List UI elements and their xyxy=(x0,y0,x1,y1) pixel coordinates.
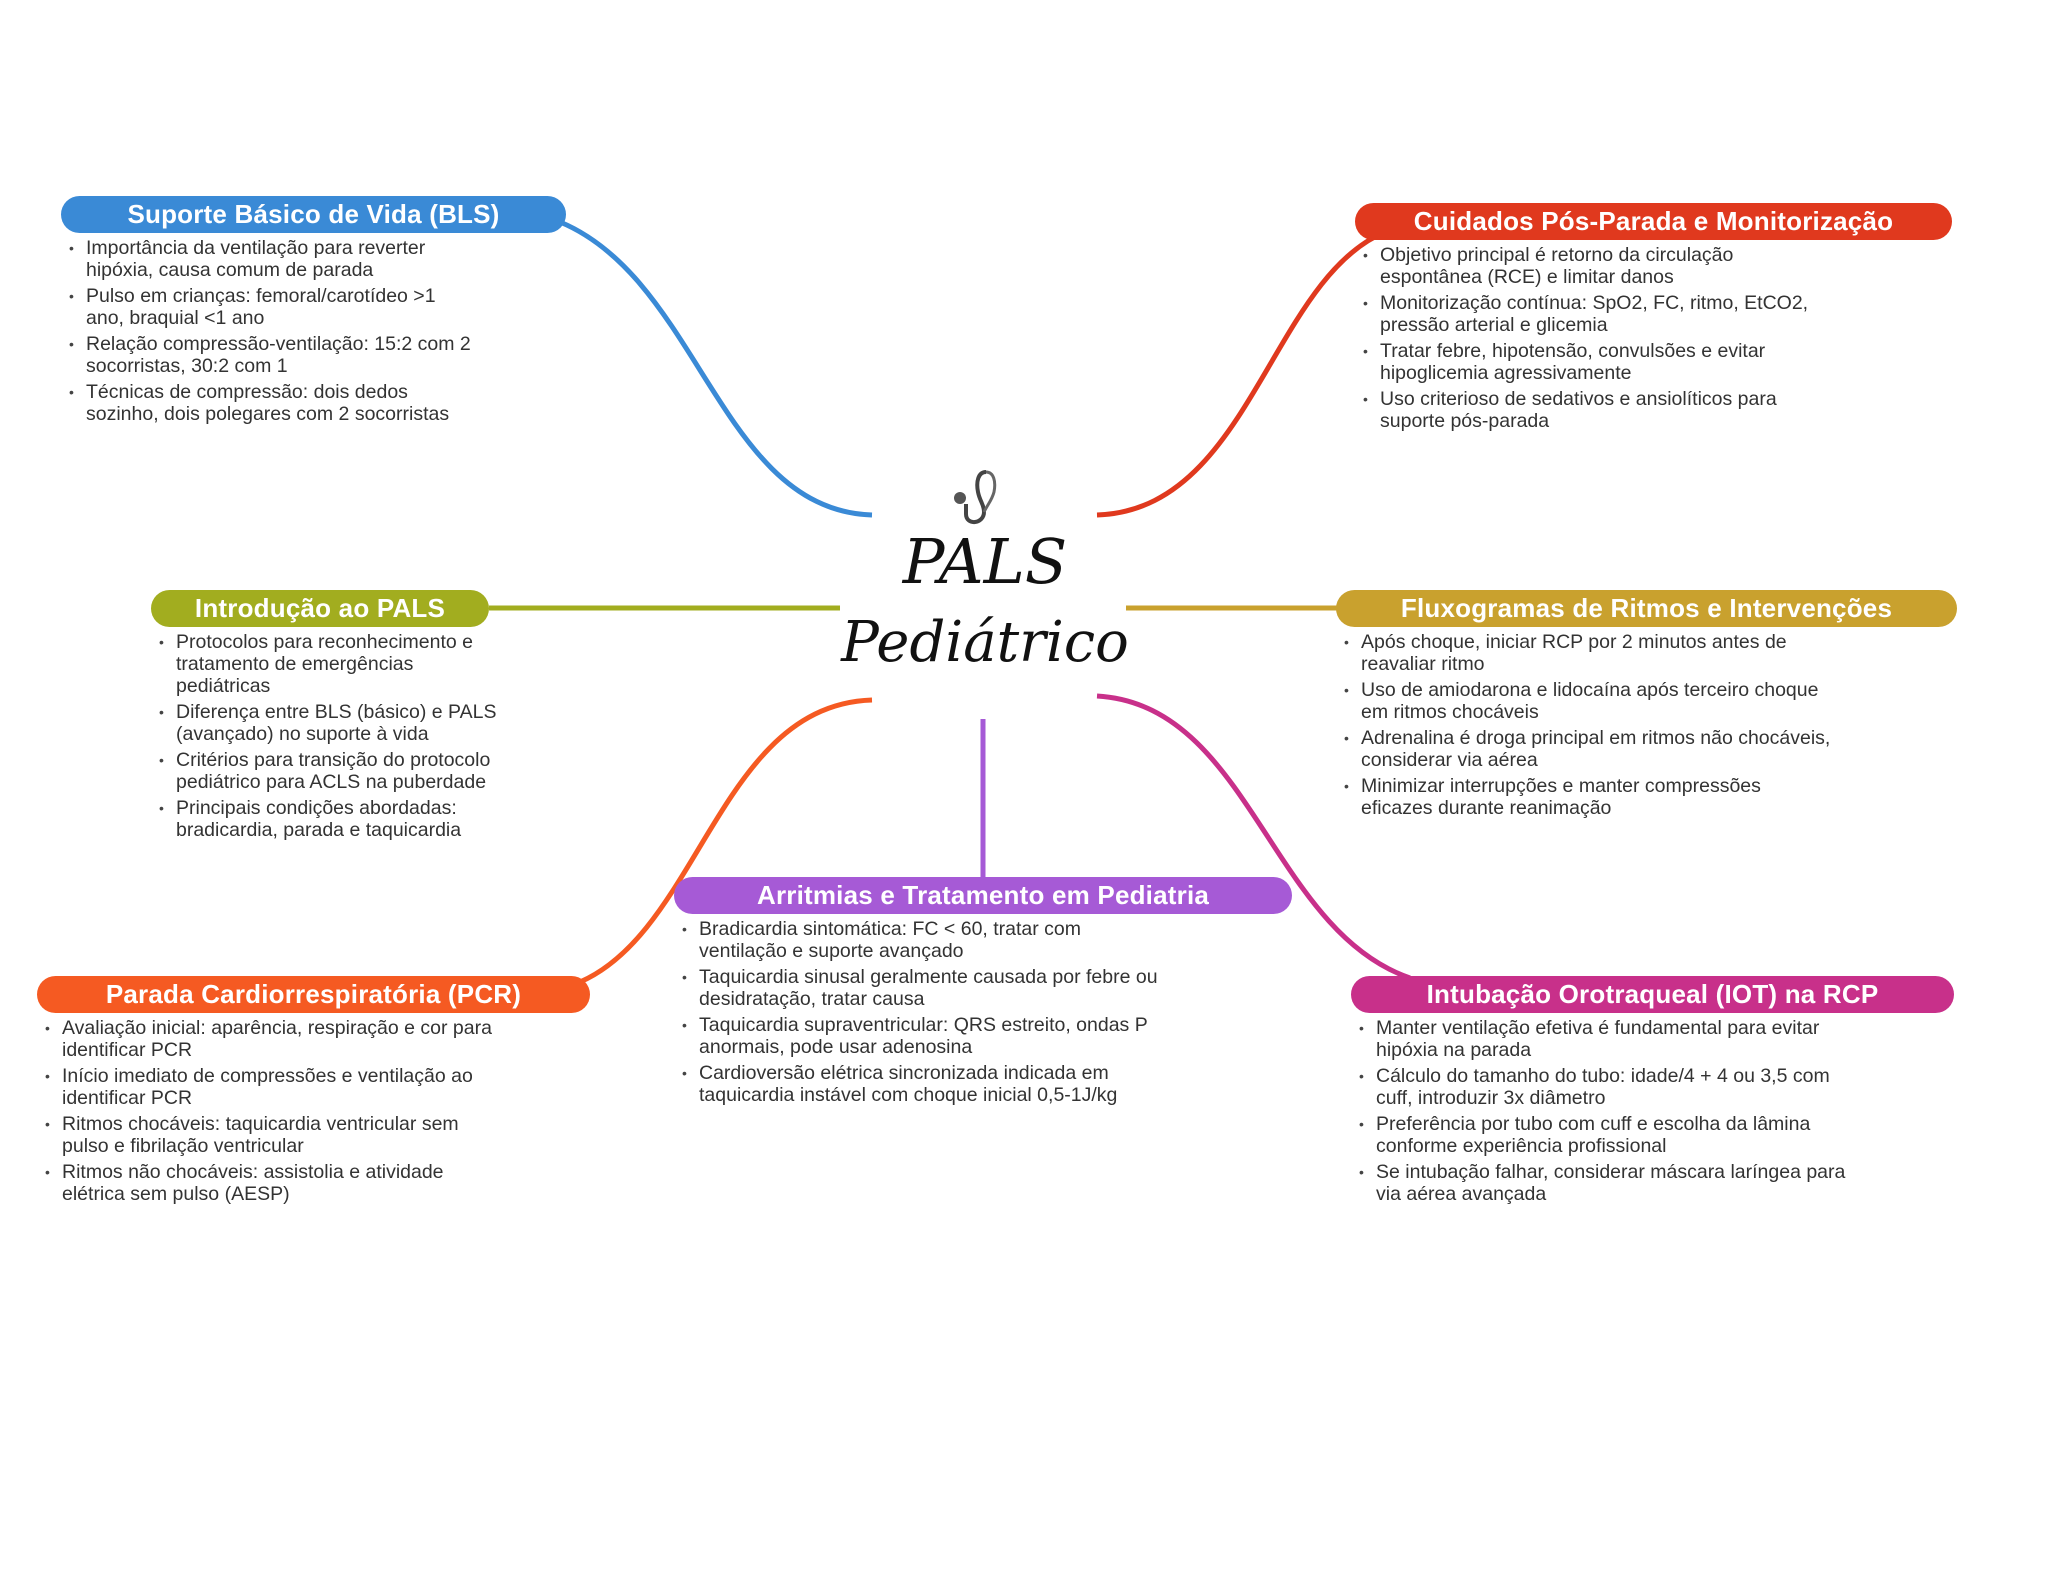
list-item: Após choque, iniciar RCP por 2 minutos a… xyxy=(1344,631,1831,675)
list-item: Uso criterioso de sedativos e ansiolític… xyxy=(1363,388,1810,432)
branch-pos-parada-title[interactable]: Cuidados Pós-Parada e Monitorização xyxy=(1355,203,1952,240)
connector-iot xyxy=(1096,693,1411,981)
branch-iot-list: Manter ventilação efetiva é fundamental … xyxy=(1356,1017,1846,1209)
list-item: Protocolos para reconhecimento e tratame… xyxy=(159,631,506,697)
branch-fluxogramas-list: Após choque, iniciar RCP por 2 minutos a… xyxy=(1341,631,1831,823)
branch-introducao-title[interactable]: Introdução ao PALS xyxy=(151,590,489,627)
connector-pos-parada xyxy=(1096,229,1386,518)
list-item: Taquicardia sinusal geralmente causada p… xyxy=(682,966,1169,1010)
list-item: Objetivo principal é retorno da circulaç… xyxy=(1363,244,1810,288)
branch-arritmias-title[interactable]: Arritmias e Tratamento em Pediatria xyxy=(674,877,1292,914)
list-item: Relação compressão-ventilação: 15:2 com … xyxy=(69,333,476,377)
list-item: Avaliação inicial: aparência, respiração… xyxy=(45,1017,492,1061)
center-title-line2: Pediátrico xyxy=(841,610,1129,675)
branch-fluxogramas-title[interactable]: Fluxogramas de Ritmos e Intervenções xyxy=(1336,590,1957,627)
list-item: Monitorização contínua: SpO2, FC, ritmo,… xyxy=(1363,292,1810,336)
branch-pcr-title[interactable]: Parada Cardiorrespiratória (PCR) xyxy=(37,976,590,1013)
branch-iot-title[interactable]: Intubação Orotraqueal (IOT) na RCP xyxy=(1351,976,1954,1013)
branch-introducao-list: Protocolos para reconhecimento e tratame… xyxy=(156,631,506,845)
center-title-line1: PALS xyxy=(902,525,1068,598)
branch-pcr-list: Avaliação inicial: aparência, respiração… xyxy=(42,1017,492,1209)
list-item: Técnicas de compressão: dois dedos sozin… xyxy=(69,381,476,425)
list-item: Uso de amiodarona e lidocaína após terce… xyxy=(1344,679,1831,723)
list-item: Minimizar interrupções e manter compress… xyxy=(1344,775,1831,819)
list-item: Preferência por tubo com cuff e escolha … xyxy=(1359,1113,1846,1157)
list-item: Ritmos não chocáveis: assistolia e ativi… xyxy=(45,1161,492,1205)
list-item: Adrenalina é droga principal em ritmos n… xyxy=(1344,727,1831,771)
list-item: Cálculo do tamanho do tubo: idade/4 + 4 … xyxy=(1359,1065,1846,1109)
list-item: Principais condições abordadas: bradicar… xyxy=(159,797,506,841)
connector-bls xyxy=(559,219,873,518)
list-item: Se intubação falhar, considerar máscara … xyxy=(1359,1161,1846,1205)
list-item: Taquicardia supraventricular: QRS estrei… xyxy=(682,1014,1169,1058)
branch-pos-parada-list: Objetivo principal é retorno da circulaç… xyxy=(1360,244,1810,436)
list-item: Início imediato de compressões e ventila… xyxy=(45,1065,492,1109)
list-item: Cardioversão elétrica sincronizada indic… xyxy=(682,1062,1169,1106)
list-item: Pulso em crianças: femoral/carotídeo >1 … xyxy=(69,285,476,329)
list-item: Manter ventilação efetiva é fundamental … xyxy=(1359,1017,1846,1061)
list-item: Diferença entre BLS (básico) e PALS (ava… xyxy=(159,701,506,745)
list-item: Ritmos chocáveis: taquicardia ventricula… xyxy=(45,1113,492,1157)
connector-pcr xyxy=(579,697,873,985)
list-item: Critérios para transição do protocolo pe… xyxy=(159,749,506,793)
branch-bls-list: Importância da ventilação para reverter … xyxy=(66,237,476,429)
list-item: Tratar febre, hipotensão, convulsões e e… xyxy=(1363,340,1810,384)
stethoscope-icon xyxy=(954,470,997,524)
list-item: Bradicardia sintomática: FC < 60, tratar… xyxy=(682,918,1169,962)
list-item: Importância da ventilação para reverter … xyxy=(69,237,476,281)
branch-arritmias-list: Bradicardia sintomática: FC < 60, tratar… xyxy=(679,918,1169,1110)
branch-bls-title[interactable]: Suporte Básico de Vida (BLS) xyxy=(61,196,566,233)
